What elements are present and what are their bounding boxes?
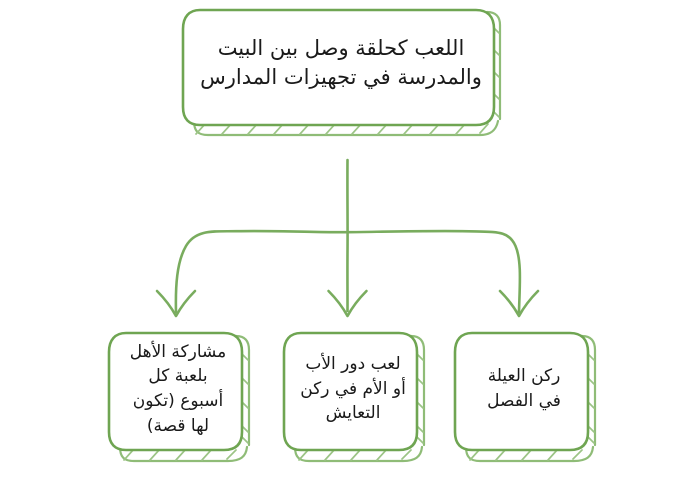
node-branch-right[interactable]: ركن العيلة في الفصل [452, 330, 610, 463]
node-root-label: اللعب كحلقة وصل بين البيت والمدرسة في تج… [200, 36, 482, 89]
node-root[interactable]: اللعب كحلقة وصل بين البيت والمدرسة في تج… [180, 7, 516, 137]
node-branch-center[interactable]: لعب دور الأب أو الأم في ركن التعايش [281, 330, 439, 463]
node-branch-left[interactable]: مشاركة الأهل بلعبة كل أسبوع (تكون لها قص… [106, 330, 264, 463]
node-branch-center-shape [282, 331, 426, 463]
arrow-head-center [327, 289, 368, 318]
arrow-head-left [155, 289, 197, 318]
connector-branch-bar [174, 229, 522, 314]
node-branch-left-label: مشاركة الأهل بلعبة كل أسبوع (تكون لها قص… [129, 341, 227, 436]
node-branch-right-label: ركن العيلة في الفصل [487, 366, 561, 411]
node-branch-right-shape [453, 331, 597, 463]
node-root-shape [181, 8, 502, 137]
arrow-head-right [498, 289, 540, 318]
node-branch-center-label: لعب دور الأب أو الأم في ركن التعايش [300, 354, 406, 424]
node-branch-left-shape [107, 331, 251, 463]
